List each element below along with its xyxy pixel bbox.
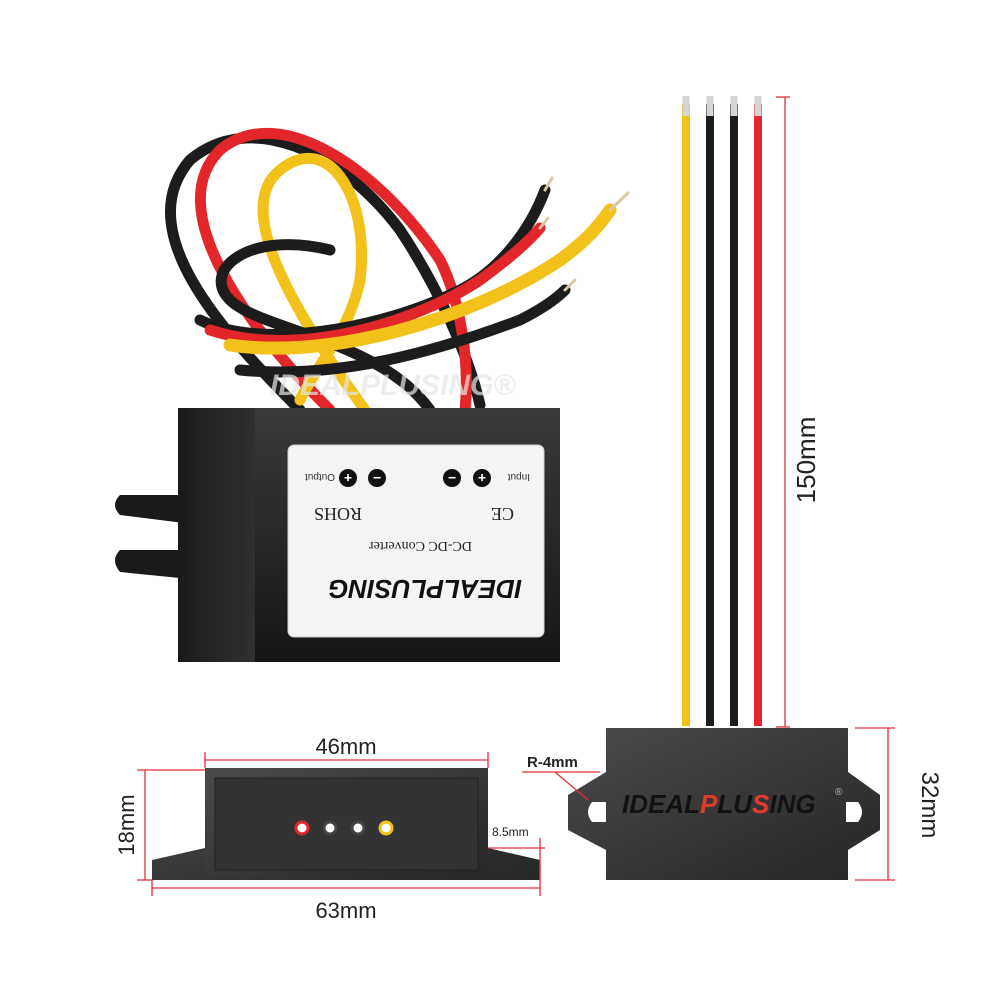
dim-flange: 8.5mm [492,825,529,839]
dim-width-top: 46mm [315,734,376,759]
input-minus-icon: − [448,470,456,486]
dim-wire-length: 150mm [791,417,821,504]
label-brand-logo: IDEALPLUSING [328,574,522,604]
label-output-text: Output [305,471,335,482]
label-input-text: Input [508,471,530,482]
product-name: DC-DC Converter [369,538,472,553]
side-brand-logo: IDEALPLUSING [622,789,816,819]
label-content: Input + − − + Output CE ROHS DC-DC Conve… [305,469,530,604]
wire-ports [294,820,394,836]
ce-mark: CE [491,504,514,524]
converter-3d-view: IDEALPLUSING® [115,127,630,662]
watermark-logo: IDEALPLUSING® [270,369,516,402]
wire-bundle [165,127,630,416]
dim-radius: R-4mm [527,754,578,771]
output-minus-icon: − [373,470,381,486]
output-plus-icon: + [344,470,352,486]
dim-width-bottom: 63mm [315,898,376,923]
front-view: 46mm 63mm 18mm 8.5mm [114,734,545,923]
side-view: IDEALPLUSING ® 150mm 32mm R-4mm [522,96,943,881]
input-plus-icon: + [478,470,486,486]
registered-mark: ® [835,787,843,798]
dim-body-height: 32mm [916,772,943,839]
dim-height-side: 18mm [114,794,139,855]
product-label [287,444,545,638]
rohs-mark: ROHS [314,504,362,524]
